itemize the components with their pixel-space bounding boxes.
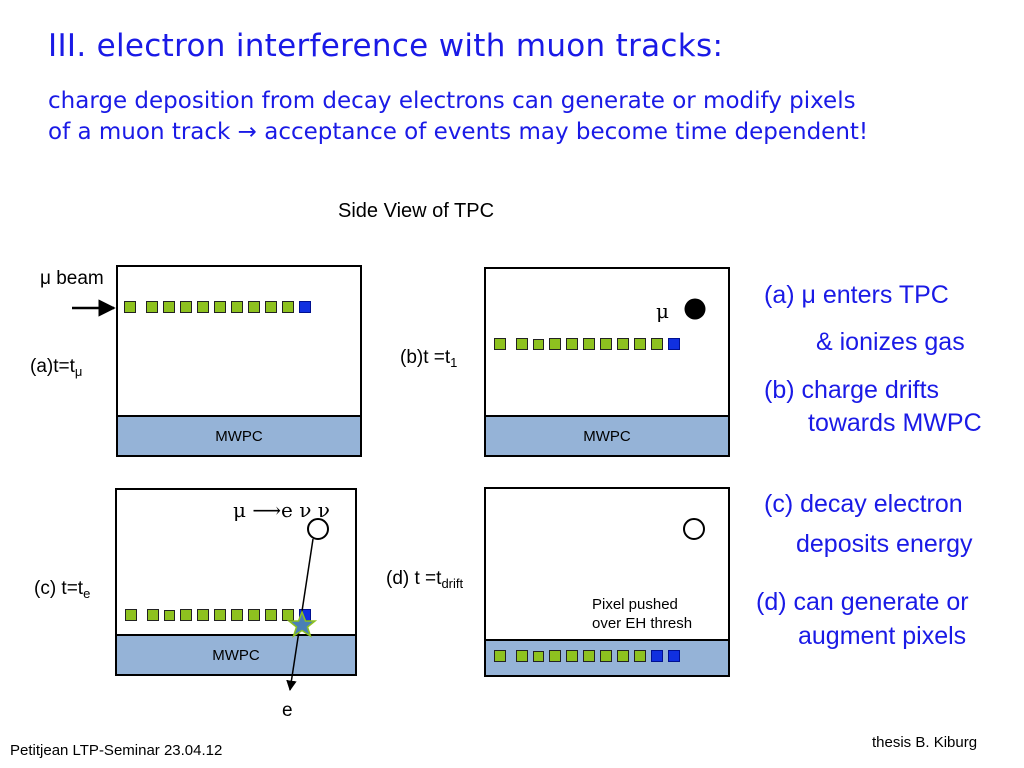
pixel-pushed-note-line-2: over EH thresh [592, 615, 693, 632]
panel-d-label: (d) t =tdrift [386, 568, 463, 591]
muon-open-icon-d [683, 518, 705, 540]
pixel-green [265, 609, 277, 621]
pixel-green [197, 609, 209, 621]
panel-d-tpc: Pixel pushed over EH thresh [484, 487, 730, 677]
pixel-blue [668, 650, 680, 662]
note-b-line-1: (b) charge drifts [764, 376, 940, 404]
pixel-green [248, 301, 260, 313]
pixel-pushed-note: Pixel pushed over EH thresh [592, 595, 692, 633]
pixel-green [147, 609, 159, 621]
panel-c-label: (c) t=te [34, 578, 90, 601]
panel-a-mwpc: MWPC [118, 415, 360, 455]
pixel-green [566, 338, 578, 350]
note-c-line-2: deposits energy [796, 530, 973, 558]
pixel-green [617, 338, 629, 350]
hit-star-icon [286, 609, 318, 638]
pixel-green [533, 339, 544, 350]
panel-d-label-sub: drift [441, 576, 464, 591]
panel-a-pixel-row [124, 301, 311, 313]
pixel-green [634, 338, 646, 350]
panel-c-tpc: μ ⟶e ν ν MWPC [115, 488, 357, 676]
panel-b-tpc: μ MWPC [484, 267, 730, 457]
subtitle-line-1: charge deposition from decay electrons c… [48, 88, 856, 114]
panel-a-tpc: MWPC [116, 265, 362, 457]
panel-d-mwpc [486, 639, 728, 675]
pixel-green [282, 301, 294, 313]
electron-label: e [282, 700, 293, 721]
pixel-green [651, 338, 663, 350]
pixel-pushed-note-line-1: Pixel pushed [592, 596, 678, 613]
pixel-green [248, 609, 260, 621]
panel-b-pixel-row [494, 338, 680, 350]
pixel-green [146, 301, 158, 313]
panel-a-label: (a)t=tμ [30, 356, 82, 379]
panel-b-muon-label: μ [656, 299, 669, 323]
pixel-green [125, 609, 137, 621]
beam-label: μ beam [40, 268, 104, 289]
note-c-line-1: (c) decay electron [764, 490, 963, 518]
muon-filled-icon [684, 298, 706, 320]
pixel-green [214, 609, 226, 621]
panel-d-pixel-row [494, 650, 680, 662]
pixel-green [600, 650, 612, 662]
note-d-line-1: (d) can generate or [756, 588, 969, 616]
pixel-green [265, 301, 277, 313]
pixel-green [197, 301, 209, 313]
pixel-green [163, 301, 175, 313]
pixel-green [231, 301, 243, 313]
note-b-line-2: towards MWPC [808, 409, 982, 437]
slide-title: III. electron interference with muon tra… [48, 28, 724, 64]
panel-b-label: (b)t =t1 [400, 347, 457, 370]
pixel-green [494, 650, 506, 662]
panel-b-mwpc: MWPC [486, 415, 728, 455]
panel-c-label-main: (c) t=t [34, 578, 84, 599]
pixel-green [124, 301, 136, 313]
pixel-green [617, 650, 629, 662]
muon-open-icon [307, 518, 329, 540]
pixel-green [180, 609, 192, 621]
subtitle-line-2: of a muon track → acceptance of events m… [48, 119, 869, 145]
pixel-blue [299, 301, 311, 313]
pixel-green [533, 651, 544, 662]
footer-left: Petitjean LTP-Seminar 23.04.12 [10, 742, 223, 759]
pixel-green [231, 609, 243, 621]
pixel-green [516, 650, 528, 662]
panel-b-label-sub: 1 [450, 355, 458, 370]
note-a-line-2: & ionizes gas [816, 328, 965, 356]
panel-c-mwpc: MWPC [117, 634, 355, 674]
panel-d-label-main: (d) t =t [386, 568, 442, 589]
pixel-green [164, 610, 175, 621]
pixel-green [180, 301, 192, 313]
pixel-green [583, 650, 595, 662]
pixel-green [583, 338, 595, 350]
pixel-green [549, 650, 561, 662]
pixel-green [634, 650, 646, 662]
pixel-green [494, 338, 506, 350]
pixel-green [600, 338, 612, 350]
figure-caption: Side View of TPC [338, 200, 495, 222]
pixel-blue [651, 650, 663, 662]
panel-c-decay-label: μ ⟶e ν ν [233, 498, 330, 522]
pixel-blue [668, 338, 680, 350]
panel-a-label-sub: μ [74, 364, 83, 379]
footer-right: thesis B. Kiburg [872, 734, 978, 751]
pixel-green [566, 650, 578, 662]
note-d-line-2: augment pixels [798, 622, 967, 650]
panel-a-label-main: (a)t=t [30, 356, 75, 377]
pixel-green [516, 338, 528, 350]
slide-subtitle: charge deposition from decay electrons c… [48, 86, 1008, 148]
panel-c-label-sub: e [83, 586, 91, 601]
pixel-green [214, 301, 226, 313]
panel-c-pixel-row [125, 609, 311, 621]
pixel-green [549, 338, 561, 350]
note-a-line-1: (a) μ enters TPC [764, 281, 949, 309]
panel-b-label-main: (b)t =t [400, 347, 451, 368]
